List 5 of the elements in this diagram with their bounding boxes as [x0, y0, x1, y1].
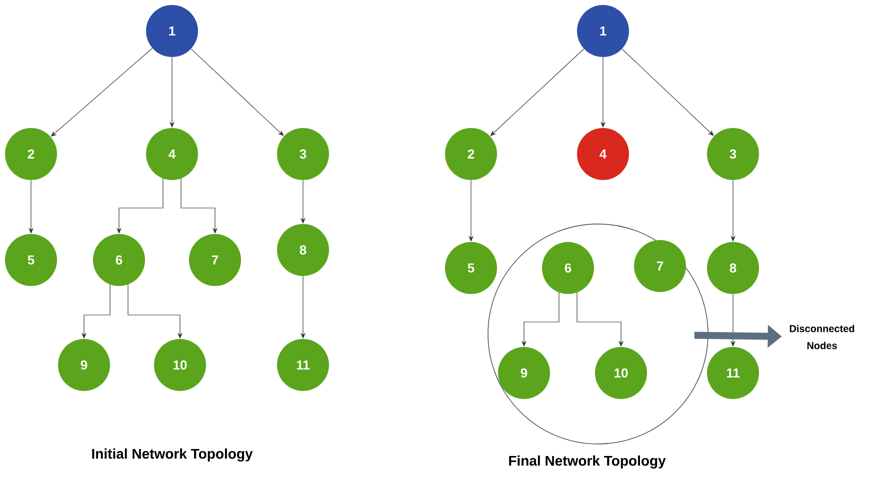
panel-title: Initial Network Topology: [92, 448, 253, 462]
arrow: [622, 48, 714, 136]
enclosing-circle: [488, 224, 708, 444]
panel-title: Final Network Topology: [509, 455, 666, 469]
callout-text: Disconnected Nodes: [790, 324, 854, 350]
